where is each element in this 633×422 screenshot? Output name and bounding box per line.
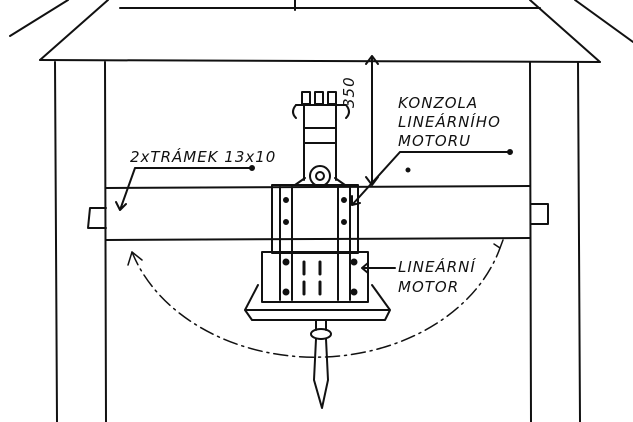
dimension-label: 350 <box>340 76 358 108</box>
bracket-label-line3: MOTORU <box>398 132 472 150</box>
linear-motor <box>244 251 391 321</box>
motor-label-line1: LINEÁRNÍ <box>398 258 476 276</box>
beams-label: 2xTRÁMEK 13x10 <box>130 148 277 166</box>
swing-arc <box>127 239 504 358</box>
beam <box>87 185 549 241</box>
motor-label-line2: MOTOR <box>398 278 460 296</box>
top-mechanism <box>292 91 350 187</box>
bracket-label-line2: LINEÁRNÍHO <box>398 113 501 131</box>
roof <box>9 0 633 63</box>
bell-clapper <box>310 319 332 409</box>
bracket-label-line1: KONZOLA <box>398 94 479 112</box>
leaders <box>115 149 513 274</box>
bracket <box>271 184 359 301</box>
dimension-350 <box>365 55 379 186</box>
posts <box>54 61 581 422</box>
